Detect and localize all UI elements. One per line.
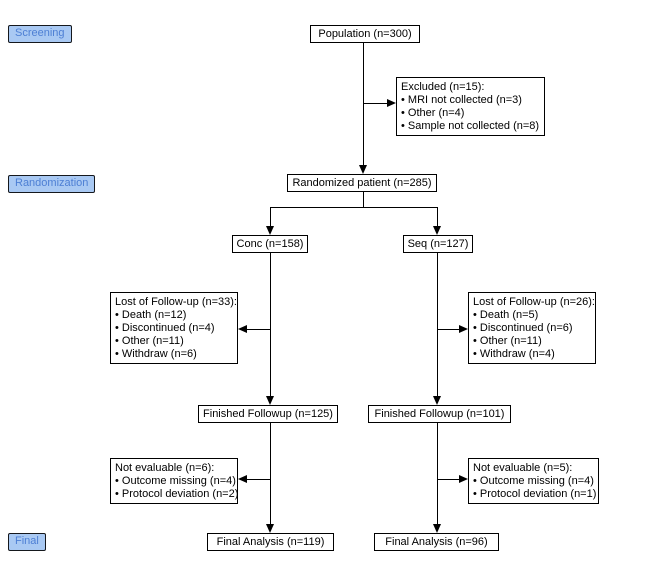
arrowhead-into-final-seq xyxy=(433,524,441,533)
connector-split-conc-line xyxy=(270,207,271,227)
node-excluded-title: Excluded (n=15): xyxy=(401,81,485,93)
node-lost-followup-conc-item: • Death (n=12) xyxy=(115,309,187,321)
node-lost-followup-seq-title: Lost of Follow-up (n=26): xyxy=(473,296,595,308)
node-not-evaluable-conc-title: Not evaluable (n=6): xyxy=(115,462,215,474)
connector-excluded-line xyxy=(364,103,389,104)
arrowhead-into-randomized xyxy=(359,165,367,174)
node-excluded: Excluded (n=15): • MRI not collected (n=… xyxy=(396,77,545,136)
connector-lost-conc-line xyxy=(247,329,271,330)
connector-randomized-split-line xyxy=(363,192,364,208)
node-lost-followup-conc-title: Lost of Follow-up (n=33): xyxy=(115,296,237,308)
node-excluded-item: • Other (n=4) xyxy=(401,107,465,119)
connector-finished-final-seq-line xyxy=(437,423,438,525)
node-not-evaluable-seq-item: • Outcome missing (n=4) xyxy=(473,475,594,487)
node-lost-followup-conc-item: • Discontinued (n=4) xyxy=(115,322,215,334)
node-excluded-item: • Sample not collected (n=8) xyxy=(401,120,540,132)
node-final-analysis-seq: Final Analysis (n=96) xyxy=(374,533,499,551)
node-lost-followup-conc: Lost of Follow-up (n=33): • Death (n=12)… xyxy=(110,292,238,364)
node-excluded-item: • MRI not collected (n=3) xyxy=(401,94,522,106)
connector-conc-finished-line xyxy=(270,253,271,397)
node-finished-followup-seq: Finished Followup (n=101) xyxy=(368,405,511,423)
node-population: Population (n=300) xyxy=(310,25,420,43)
arrowhead-into-seq xyxy=(433,226,441,235)
arrowhead-into-finished-seq xyxy=(433,396,441,405)
connector-split-seq-line xyxy=(437,207,438,227)
connector-split-horizontal-line xyxy=(270,207,438,208)
arrowhead-into-not-evaluable-conc xyxy=(238,475,247,483)
node-not-evaluable-seq-item: • Protocol deviation (n=1) xyxy=(473,488,597,500)
node-lost-followup-seq-item: • Discontinued (n=6) xyxy=(473,322,573,334)
node-not-evaluable-seq: Not evaluable (n=5): • Outcome missing (… xyxy=(468,458,599,504)
node-not-evaluable-conc: Not evaluable (n=6): • Outcome missing (… xyxy=(110,458,238,504)
node-final-analysis-conc: Final Analysis (n=119) xyxy=(207,533,334,551)
arrowhead-into-not-evaluable-seq xyxy=(459,475,468,483)
connector-not-evaluable-seq-line xyxy=(438,479,461,480)
stage-label-randomization: Randomization xyxy=(8,175,96,193)
connector-finished-final-conc-line xyxy=(270,423,271,525)
node-lost-followup-seq-item: • Withdraw (n=4) xyxy=(473,348,555,360)
node-lost-followup-seq-item: • Other (n=11) xyxy=(473,335,542,347)
arrowhead-into-lost-conc xyxy=(238,325,247,333)
node-lost-followup-seq-item: • Death (n=5) xyxy=(473,309,539,321)
stage-label-final: Final xyxy=(8,533,46,551)
arrowhead-into-finished-conc xyxy=(266,396,274,405)
connector-lost-seq-line xyxy=(438,329,461,330)
node-seq-arm: Seq (n=127) xyxy=(403,235,473,253)
arrowhead-into-lost-seq xyxy=(459,325,468,333)
node-not-evaluable-seq-title: Not evaluable (n=5): xyxy=(473,462,573,474)
arrowhead-into-excluded xyxy=(387,99,396,107)
connector-not-evaluable-conc-line xyxy=(247,479,271,480)
node-lost-followup-conc-item: • Withdraw (n=6) xyxy=(115,348,197,360)
node-conc-arm: Conc (n=158) xyxy=(232,235,308,253)
node-not-evaluable-conc-item: • Protocol deviation (n=2) xyxy=(115,488,239,500)
connector-population-randomized-line xyxy=(363,43,364,167)
stage-label-screening: Screening xyxy=(8,25,72,43)
arrowhead-into-final-conc xyxy=(266,524,274,533)
node-finished-followup-conc: Finished Followup (n=125) xyxy=(198,405,338,423)
connector-seq-finished-line xyxy=(437,253,438,397)
arrowhead-into-conc xyxy=(266,226,274,235)
node-not-evaluable-conc-item: • Outcome missing (n=4) xyxy=(115,475,236,487)
node-lost-followup-conc-item: • Other (n=11) xyxy=(115,335,184,347)
node-randomized: Randomized patient (n=285) xyxy=(287,174,437,192)
node-lost-followup-seq: Lost of Follow-up (n=26): • Death (n=5) … xyxy=(468,292,596,364)
